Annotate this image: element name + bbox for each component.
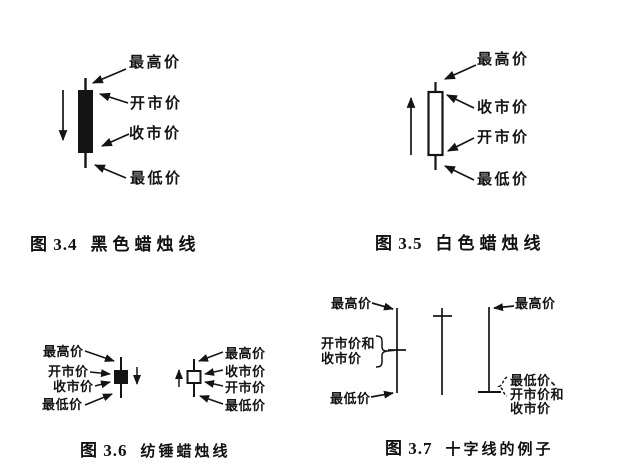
pointer-close-arrow <box>94 380 111 389</box>
pointer-high-arrow <box>443 64 477 80</box>
open-close-brace <box>375 335 388 368</box>
label-close-price: 收市价 <box>225 364 266 379</box>
label-open-close-line1: 开市价和 <box>321 336 376 351</box>
caption-fig34-number: 图 3.4 <box>30 235 78 254</box>
pointer-low-arrow <box>93 164 127 179</box>
label-high-price: 最高价 <box>43 344 84 359</box>
pointer-open-arrow <box>204 380 224 388</box>
pointer-low-arrow <box>370 390 394 399</box>
fig36-panel: 最高价 开市价 收市价 最低价 最高价 收市价 开市价 最低价 <box>30 340 290 425</box>
label-close-price: 收市价 <box>477 100 530 116</box>
label-high-price: 最高价 <box>129 55 182 71</box>
label-close-price: 收市价 <box>129 126 182 142</box>
label-combo-line3: 收市价 <box>510 401 551 416</box>
label-low-price: 最低价 <box>330 391 371 406</box>
pointer-open-arrow <box>447 137 475 152</box>
fig34-graphic <box>58 68 130 179</box>
white-candle-body <box>427 90 444 157</box>
caption-fig37-title: 十字线的例子 <box>445 442 554 458</box>
fig34-lines <box>58 68 130 179</box>
fig37-panel: 最高价 开市价和 收市价 最低价 最高价 最低价、 开市价和 收市价 <box>310 290 620 425</box>
caption-fig35-title: 白色蜡烛线 <box>435 234 546 253</box>
pointer-high-arrow <box>91 68 127 84</box>
fig36-graphic <box>84 350 224 406</box>
low-open-close-brace <box>497 376 508 397</box>
label-open-price: 开市价 <box>225 380 266 395</box>
caption-fig37-number: 图 3.7 <box>385 439 433 458</box>
white-spindle-body <box>186 370 202 384</box>
fig34-panel: 最高价 开市价 收市价 最低价 <box>30 40 250 205</box>
fig35-lines <box>406 64 477 181</box>
label-low-price: 最低价 <box>225 398 266 413</box>
pointer-low-arrow <box>199 395 224 405</box>
pointer-low-arrow <box>84 393 113 406</box>
caption-fig36: 图 3.6 纺锤蜡烛线 <box>80 436 231 461</box>
caption-fig35: 图 3.5 白色蜡烛线 <box>375 229 546 254</box>
caption-fig37: 图 3.7 十字线的例子 <box>385 434 554 459</box>
label-combo-line1: 最低价、 <box>510 373 565 388</box>
brace-tick <box>387 349 396 352</box>
pointer-open-arrow <box>98 92 129 104</box>
label-high-price: 最高价 <box>225 346 266 361</box>
pointer-close-arrow <box>446 94 475 109</box>
label-open-price: 开市价 <box>130 96 183 112</box>
label-open-price: 开市价 <box>48 364 89 379</box>
fig36-lines <box>84 350 224 406</box>
label-high-price: 最高价 <box>515 296 556 311</box>
fig35-graphic <box>406 64 477 181</box>
label-combo-line2: 开市价和 <box>510 387 565 402</box>
pointer-close-arrow <box>100 133 130 147</box>
pointer-high-arrow <box>371 302 394 311</box>
fig37-graphic <box>370 302 515 399</box>
black-candle-body <box>78 90 93 153</box>
label-open-close-line2: 收市价 <box>321 351 362 366</box>
black-spindle-body <box>114 370 128 384</box>
fig35-panel: 最高价 收市价 开市价 最低价 <box>390 40 610 205</box>
fig37-lines <box>370 302 515 399</box>
label-open-price: 开市价 <box>477 130 530 146</box>
pointer-open-arrow <box>89 369 111 378</box>
pointer-low-arrow <box>444 165 475 181</box>
caption-fig36-number: 图 3.6 <box>80 441 128 460</box>
caption-fig35-number: 图 3.5 <box>375 234 423 253</box>
label-high-price: 最高价 <box>331 296 372 311</box>
pointer-close-arrow <box>204 368 224 376</box>
caption-fig36-title: 纺锤蜡烛线 <box>140 444 231 460</box>
caption-fig34-title: 黑色蜡烛线 <box>90 235 201 254</box>
label-close-price: 收市价 <box>53 379 94 394</box>
label-low-price: 最低价 <box>130 171 183 187</box>
pointer-high-arrow <box>493 303 515 312</box>
pointer-high-arrow <box>84 350 115 362</box>
label-low-price: 最低价 <box>477 172 530 188</box>
pointer-high-arrow <box>198 351 224 362</box>
caption-fig34: 图 3.4 黑色蜡烛线 <box>30 230 201 255</box>
label-high-price: 最高价 <box>477 52 530 68</box>
label-low-price: 最低价 <box>42 397 83 412</box>
